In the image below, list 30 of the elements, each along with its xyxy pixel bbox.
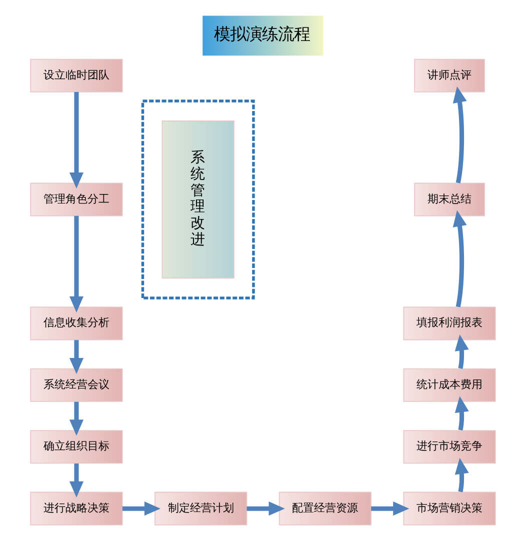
- arrow: [69, 340, 84, 374]
- node-box: 管理角色分工: [30, 182, 123, 216]
- node-box: 统计成本费用: [403, 368, 496, 402]
- node-box: 配置经营资源: [278, 492, 372, 526]
- node-box: 系统经营会议: [30, 368, 123, 402]
- arrow: [454, 458, 469, 492]
- node-box: 进行战略决策: [30, 492, 123, 526]
- cluster: [141, 100, 255, 300]
- arrow: [371, 502, 410, 516]
- node-box: 期末总结: [414, 182, 485, 216]
- arrow: [122, 502, 161, 516]
- node-box: 进行市场竞争: [403, 430, 496, 464]
- node-box: 填报利润报表: [403, 306, 496, 340]
- node-box: 确立组织目标: [30, 430, 123, 464]
- node-box: 系统管理改进: [162, 120, 234, 278]
- arrow: [69, 464, 84, 498]
- arrow: [69, 402, 84, 436]
- node-box: 设立临时团队: [30, 58, 123, 92]
- arrow: [454, 396, 469, 431]
- node-box: 市场营销决策: [403, 492, 496, 526]
- arrow: [452, 86, 467, 184]
- arrow: [452, 210, 467, 308]
- node-box: 制定经营计划: [154, 492, 248, 526]
- arrow: [69, 216, 84, 312]
- arrow: [246, 502, 285, 516]
- arrow: [69, 92, 84, 189]
- node-box: 讲师点评: [414, 58, 485, 92]
- node-box: 信息收集分析: [30, 306, 123, 340]
- diagram-title: 模拟演练流程: [214, 24, 310, 44]
- arrow: [454, 334, 469, 369]
